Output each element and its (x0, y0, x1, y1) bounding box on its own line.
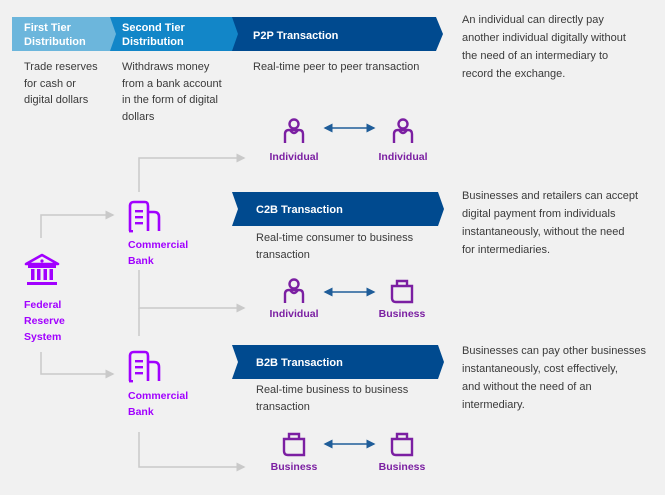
commercial-bank-2-label: Commercial Bank (128, 388, 188, 420)
explanation-line: instantaneously, without the need (462, 226, 625, 238)
c2b-to-label: Business (378, 308, 426, 320)
commercial-bank-1-label: Commercial Bank (128, 237, 188, 269)
briefcase-icon (282, 432, 306, 457)
chevron-c2b (232, 192, 444, 226)
explanation-line: the need of an intermediary to (462, 50, 609, 62)
explanation-line: and without the need of an (462, 381, 592, 393)
chevron-tier1 (12, 17, 118, 51)
briefcase-icon (390, 279, 414, 304)
desc-line: for cash or (24, 77, 76, 90)
p2p-from-label: Individual (269, 151, 319, 163)
label-line: Bank (128, 406, 154, 418)
bank-building-icon (24, 253, 60, 285)
subtitle-line: transaction (256, 401, 310, 413)
subtitle-line: Real-time business to business (256, 384, 409, 396)
tier1-description: Trade reserves for cash or digital dolla… (24, 59, 98, 109)
connector-fed-to-bank2 (40, 352, 115, 379)
chevron-p2p (232, 17, 443, 51)
b2b-title: B2B Transaction (256, 357, 343, 369)
b2b-to-label: Business (378, 461, 426, 473)
chevron-tier2 (110, 17, 240, 51)
header-chevrons (12, 17, 443, 51)
briefcase-icon (390, 432, 414, 457)
tier1-title-line: First Tier (24, 22, 71, 34)
subtitle-line: transaction (256, 249, 310, 261)
p2p-to-label: Individual (378, 151, 428, 163)
label-line: System (24, 331, 62, 343)
label-line: Reserve (24, 315, 65, 327)
chevron-b2b (232, 345, 444, 379)
explanation-line: for intermediaries. (462, 244, 551, 256)
c2b-subtitle: Real-time consumer to business transacti… (256, 230, 413, 264)
desc-line: digital dollars (24, 94, 89, 106)
connector-bank2-to-b2b (138, 432, 246, 472)
explanation-line: intermediary. (462, 399, 525, 411)
person-icon (283, 278, 305, 303)
explanation-line: record the exchange. (462, 68, 566, 80)
person-icon (283, 118, 305, 143)
tier1-title: First Tier Distribution (24, 21, 86, 49)
label-line: Commercial (128, 239, 189, 251)
desc-line: in the form of digital (122, 94, 218, 106)
explanation-line: Businesses and retailers can accept (462, 190, 639, 202)
explanation-line: instantaneously, cost effectively, (462, 363, 618, 375)
b2b-from-label: Business (270, 461, 318, 473)
label-line: Commercial (128, 390, 189, 402)
desc-line: Trade reserves (24, 61, 98, 73)
desc-line: dollars (122, 110, 155, 123)
subtitle-line: Real-time peer to peer transaction (253, 61, 420, 73)
tier2-title-line: Distribution (122, 36, 184, 48)
c2b-from-label: Individual (269, 308, 319, 320)
label-line: Federal (24, 299, 62, 311)
c2b-explanation: Businesses and retailers can accept digi… (462, 187, 638, 259)
b2b-subtitle: Real-time business to business transacti… (256, 382, 408, 416)
tier2-title-line: Second Tier (122, 22, 185, 34)
p2p-explanation: An individual can directly pay another i… (462, 11, 626, 83)
desc-line: Withdraws money (122, 61, 210, 73)
person-icon (392, 118, 414, 143)
c2b-title: C2B Transaction (256, 204, 343, 216)
explanation-line: another individual digitally without (462, 32, 626, 44)
desc-line: from a bank account (122, 77, 222, 90)
explanation-line: Businesses can pay other businesses (462, 345, 647, 357)
office-building-icon (128, 200, 161, 233)
explanation-line: digital payment from individuals (462, 208, 616, 220)
label-line: Bank (128, 255, 154, 267)
office-building-icon (128, 350, 161, 383)
p2p-subtitle: Real-time peer to peer transaction (253, 59, 419, 76)
federal-reserve-label: Federal Reserve System (24, 297, 65, 345)
tier2-description: Withdraws money from a bank account in t… (122, 59, 222, 125)
tier2-title: Second Tier Distribution (122, 21, 185, 49)
p2p-title: P2P Transaction (253, 30, 339, 42)
connector-bank1-to-p2p (138, 153, 246, 192)
b2b-explanation: Businesses can pay other businesses inst… (462, 342, 646, 414)
explanation-line: An individual can directly pay (462, 14, 604, 26)
connector-fed-to-bank1 (40, 210, 115, 238)
tier1-title-line: Distribution (24, 36, 86, 48)
subtitle-line: Real-time consumer to business (256, 232, 414, 244)
connector-bank1-to-c2b (138, 270, 246, 313)
